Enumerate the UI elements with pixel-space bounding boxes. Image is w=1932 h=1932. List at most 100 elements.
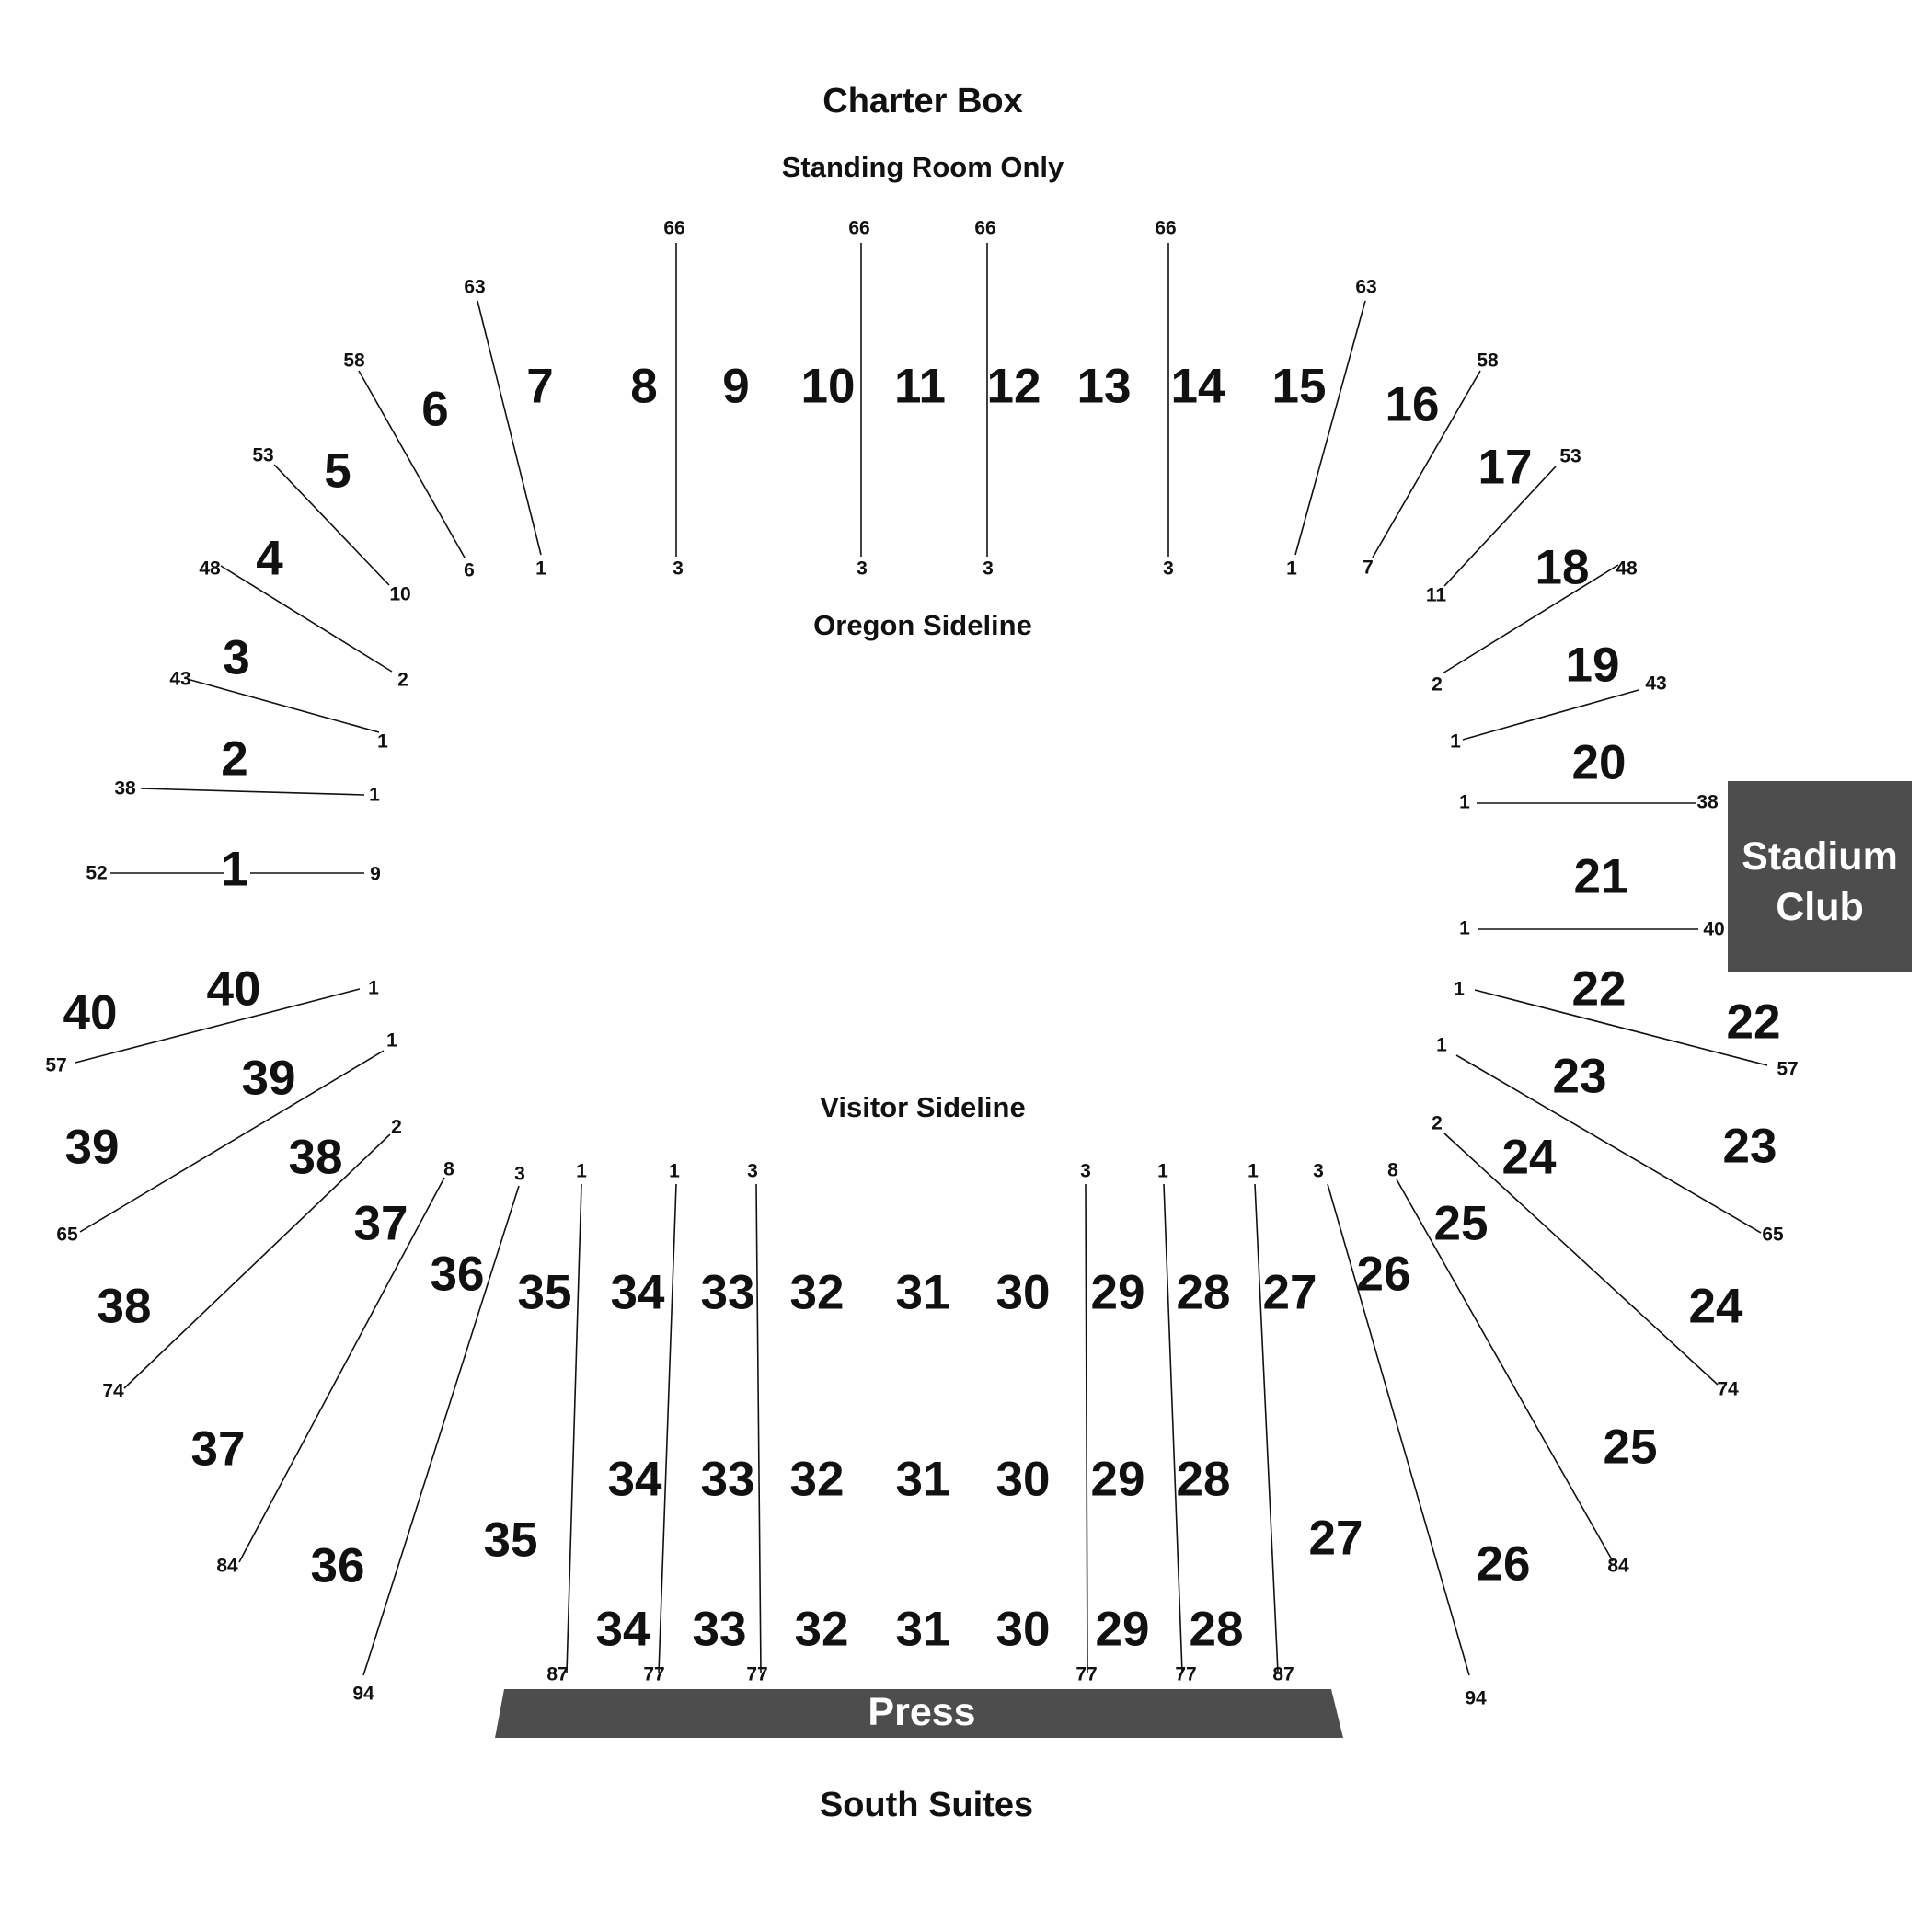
section-number: 17 bbox=[1478, 441, 1533, 495]
row-label: 58 bbox=[343, 351, 365, 372]
row-label: 3 bbox=[857, 558, 868, 580]
section-number: 6 bbox=[421, 383, 448, 437]
row-label: 1 bbox=[1157, 1161, 1168, 1182]
row-label: 1 bbox=[1248, 1161, 1259, 1182]
section-number: 15 bbox=[1272, 360, 1327, 414]
row-label: 1 bbox=[669, 1161, 680, 1182]
section-number: 20 bbox=[1572, 736, 1627, 790]
row-label: 57 bbox=[1777, 1059, 1798, 1080]
aisle-line bbox=[1462, 689, 1639, 741]
section-number: 19 bbox=[1566, 638, 1620, 693]
section-number: 38 bbox=[289, 1131, 343, 1185]
section-number: 30 bbox=[996, 1453, 1051, 1507]
row-label: 1 bbox=[1450, 731, 1461, 753]
row-label: 38 bbox=[114, 778, 136, 799]
section-number: 38 bbox=[98, 1280, 152, 1334]
row-label: 8 bbox=[1387, 1160, 1398, 1181]
row-label: 1 bbox=[369, 785, 380, 806]
row-label: 52 bbox=[86, 863, 107, 884]
row-label: 48 bbox=[1616, 558, 1638, 580]
aisle-line bbox=[755, 1183, 762, 1673]
row-label: 8 bbox=[443, 1159, 454, 1180]
section-number: 16 bbox=[1386, 378, 1440, 432]
row-label: 1 bbox=[1459, 792, 1470, 813]
section-number: 4 bbox=[256, 532, 283, 586]
section-number: 27 bbox=[1309, 1512, 1363, 1566]
row-label: 3 bbox=[1080, 1161, 1091, 1182]
section-number: 2 bbox=[221, 732, 247, 787]
row-label: 58 bbox=[1477, 351, 1499, 372]
section-number: 36 bbox=[431, 1248, 485, 1302]
standing-room-label: Standing Room Only bbox=[782, 151, 1064, 183]
aisle-line bbox=[1396, 1179, 1614, 1562]
aisle-line bbox=[1294, 300, 1366, 556]
visitor-sideline-label: Visitor Sideline bbox=[820, 1091, 1025, 1123]
row-label: 7 bbox=[1363, 558, 1374, 579]
row-label: 1 bbox=[386, 1030, 397, 1052]
section-number: 40 bbox=[207, 962, 261, 1017]
row-label: 2 bbox=[397, 670, 408, 691]
row-label: 74 bbox=[102, 1381, 124, 1402]
row-label: 3 bbox=[747, 1161, 758, 1182]
section-number: 23 bbox=[1553, 1050, 1607, 1104]
section-number: 28 bbox=[1177, 1266, 1231, 1320]
row-label: 2 bbox=[1432, 674, 1443, 696]
section-number: 30 bbox=[996, 1266, 1051, 1320]
row-label: 66 bbox=[974, 218, 995, 239]
press-label: Press bbox=[868, 1690, 975, 1734]
row-label: 66 bbox=[663, 218, 684, 239]
aisle-line bbox=[658, 1183, 677, 1673]
section-number: 27 bbox=[1263, 1266, 1317, 1320]
aisle-line bbox=[190, 679, 380, 733]
aisle-line bbox=[1455, 1054, 1762, 1234]
aisle-line bbox=[566, 1183, 582, 1673]
section-number: 7 bbox=[526, 360, 553, 414]
row-label: 1 bbox=[576, 1161, 587, 1182]
row-label: 87 bbox=[1272, 1664, 1294, 1685]
section-number: 31 bbox=[896, 1266, 950, 1320]
row-label: 63 bbox=[1355, 277, 1376, 298]
aisle-line bbox=[477, 300, 542, 556]
stadium-club-block bbox=[1728, 781, 1912, 972]
section-number: 3 bbox=[223, 631, 249, 685]
section-number: 34 bbox=[608, 1453, 662, 1507]
row-label: 2 bbox=[1432, 1113, 1443, 1134]
stadium-club-label-line1: Stadium bbox=[1742, 834, 1898, 879]
row-label: 38 bbox=[1696, 792, 1719, 813]
row-label: 74 bbox=[1717, 1379, 1739, 1400]
section-number: 29 bbox=[1096, 1603, 1150, 1657]
row-label: 65 bbox=[1762, 1225, 1784, 1246]
section-number: 29 bbox=[1091, 1453, 1145, 1507]
aisle-line bbox=[273, 464, 390, 586]
aisle-line bbox=[1474, 989, 1768, 1066]
section-number: 9 bbox=[722, 360, 749, 414]
row-label: 3 bbox=[1163, 558, 1174, 580]
row-label: 77 bbox=[1075, 1664, 1097, 1685]
row-label: 10 bbox=[389, 584, 410, 605]
section-number: 35 bbox=[518, 1266, 572, 1320]
section-number: 23 bbox=[1723, 1120, 1777, 1174]
section-number: 37 bbox=[191, 1422, 246, 1477]
aisle-line bbox=[79, 1050, 385, 1233]
aisle-line bbox=[140, 788, 365, 796]
row-label: 84 bbox=[216, 1556, 238, 1577]
aisle-line bbox=[1085, 1183, 1088, 1673]
row-label: 1 bbox=[368, 978, 379, 999]
row-label: 63 bbox=[464, 277, 485, 298]
section-number: 33 bbox=[693, 1603, 747, 1657]
section-number: 28 bbox=[1177, 1453, 1231, 1507]
section-number: 10 bbox=[801, 360, 856, 414]
section-number: 29 bbox=[1091, 1266, 1145, 1320]
aisle-line bbox=[1442, 564, 1619, 674]
section-number: 13 bbox=[1077, 360, 1132, 414]
section-number: 12 bbox=[987, 360, 1041, 414]
row-label: 1 bbox=[377, 731, 388, 753]
row-label: 2 bbox=[391, 1117, 402, 1138]
section-number: 21 bbox=[1574, 850, 1628, 904]
row-label: 48 bbox=[199, 558, 221, 580]
section-number: 32 bbox=[790, 1266, 845, 1320]
row-label: 1 bbox=[1454, 979, 1465, 1000]
section-number: 8 bbox=[630, 360, 657, 414]
